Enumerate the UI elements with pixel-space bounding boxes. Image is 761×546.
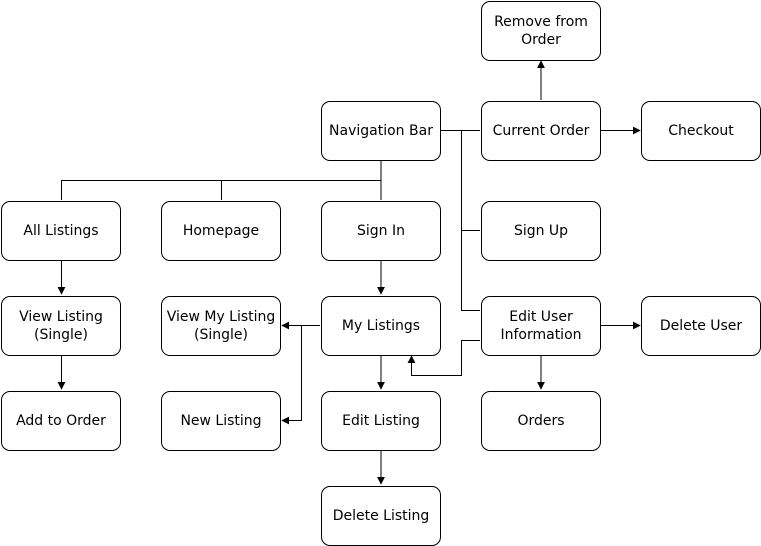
- node-checkout: Checkout: [641, 101, 761, 161]
- node-delete-listing: Delete Listing: [321, 486, 441, 546]
- edge-edit-user-information-to-my-listings: [407, 340, 480, 376]
- node-sign-up: Sign Up: [481, 201, 601, 261]
- node-view-my-listing-single: View My Listing (Single): [161, 296, 281, 356]
- node-add-to-order: Add to Order: [1, 391, 121, 451]
- node-edit-listing: Edit Listing: [321, 391, 441, 451]
- node-orders: Orders: [481, 391, 601, 451]
- node-new-listing: New Listing: [161, 391, 281, 451]
- edge-navigation-bar-right-trunk: [461, 130, 480, 311]
- node-edit-user-information: Edit User Information: [481, 296, 601, 356]
- edge-my-listings-to-new-listing: [281, 325, 302, 425]
- node-remove-from-order: Remove from Order: [481, 1, 601, 61]
- node-navigation-bar: Navigation Bar: [321, 101, 441, 161]
- node-sign-in: Sign In: [321, 201, 441, 261]
- node-my-listings: My Listings: [321, 296, 441, 356]
- node-all-listings: All Listings: [1, 201, 121, 261]
- node-view-listing-single: View Listing (Single): [1, 296, 121, 356]
- node-current-order: Current Order: [481, 101, 601, 161]
- node-homepage: Homepage: [161, 201, 281, 261]
- node-delete-user: Delete User: [641, 296, 761, 356]
